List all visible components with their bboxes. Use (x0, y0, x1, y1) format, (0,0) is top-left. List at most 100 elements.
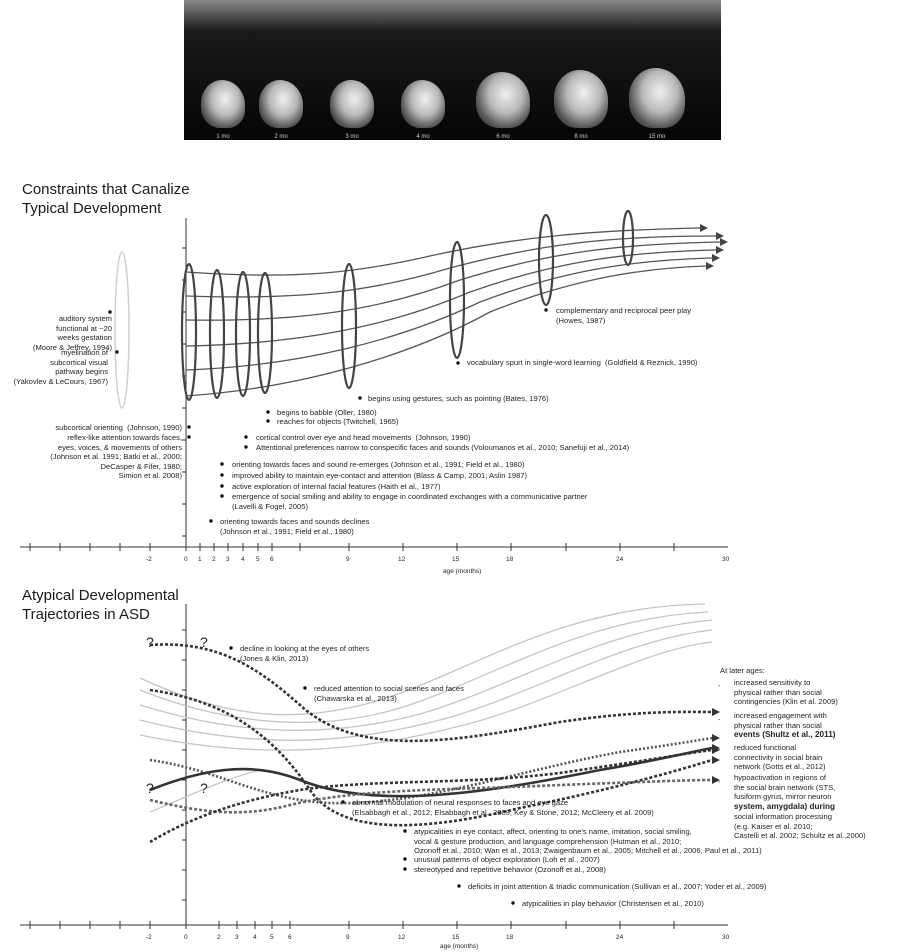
canal-ring (258, 273, 272, 393)
bullet (187, 435, 190, 438)
note-eye-contact: improved ability to maintain eye-contact… (232, 471, 527, 481)
later-item-1: increased sensitivity to physical rather… (734, 678, 838, 707)
canal-ring (115, 252, 129, 408)
bullet (244, 435, 247, 438)
tick-label: 5 (256, 555, 260, 565)
tick-label: -2 (146, 933, 152, 943)
canal-ring (450, 242, 464, 358)
bullet (244, 445, 247, 448)
tick-label: 6 (288, 933, 292, 943)
question-mark: ? (146, 634, 154, 650)
tick-label: 12 (398, 555, 405, 565)
note-stereotyped: stereotyped and repetitive behavior (Ozo… (414, 865, 606, 875)
later-item-4-emphasis: system, amygdala) during (734, 802, 835, 812)
note-joint: deficits in joint attention & triadic co… (468, 882, 766, 892)
later-dash: - (718, 745, 721, 755)
tick-label: 0 (184, 555, 188, 565)
tick-label: 1 (198, 555, 202, 565)
later-item-4: hypoactivation in regions of the social … (734, 773, 835, 802)
bullet (403, 829, 406, 832)
bullet (341, 800, 344, 803)
tick-label: 18 (506, 555, 513, 565)
later-item-2: increased engagement with physical rathe… (734, 711, 827, 730)
canal-arrowheads (700, 224, 728, 270)
tick-label: 24 (616, 933, 623, 943)
title-line: Atypical Developmental (22, 586, 179, 605)
tick-label: 4 (253, 933, 257, 943)
tick-label: 9 (346, 555, 350, 565)
note-vocab: vocabulary spurt in single-word learning… (467, 358, 697, 368)
bullet (544, 308, 547, 311)
bullet (220, 473, 223, 476)
note-exploration: active exploration of internal facial fe… (232, 482, 441, 492)
tick-label: 4 (241, 555, 245, 565)
bullet (220, 494, 223, 497)
later-item-3: reduced functional connectivity in socia… (734, 743, 826, 772)
tick-label: 2 (212, 555, 216, 565)
note-smiling: emergence of social smiling and ability … (232, 492, 587, 511)
bottom-x-axis-title: age (months) (440, 943, 478, 950)
note-atypicalities: atypicalities in eye contact, affect, or… (414, 827, 762, 856)
note-decline-eyes: decline in looking at the eyes of others… (240, 644, 369, 663)
note-reaches: reaches for objects (Twitchell, 1965) (277, 417, 399, 427)
bullet (403, 867, 406, 870)
canal-ring (210, 270, 224, 398)
note-auditory: auditory system functional at ~20 weeks … (0, 314, 112, 352)
bullet (187, 425, 190, 428)
tick-label: 15 (452, 933, 459, 943)
canal-ring (236, 272, 250, 396)
bullet (456, 361, 459, 364)
bullet (303, 686, 306, 689)
question-mark: ? (200, 780, 208, 796)
tick-label: 24 (616, 555, 623, 565)
later-heading: At later ages: (720, 666, 765, 676)
note-reduced-attention: reduced attention to social scenes and f… (314, 684, 464, 703)
tick-label: 6 (270, 555, 274, 565)
later-dash: - (718, 777, 721, 787)
canal-ring (342, 264, 356, 388)
note-object: unusual patterns of object exploration (… (414, 855, 600, 865)
bottom-y-ticks (182, 630, 186, 900)
later-item-2-emphasis: events (Shultz et al., 2011) (734, 730, 835, 740)
later-dash: - (718, 715, 721, 725)
bullet (115, 350, 118, 353)
note-play: atypicalities in play behavior (Christen… (522, 899, 704, 909)
bullet (403, 857, 406, 860)
bullet (220, 484, 223, 487)
tick-label: 30 (722, 933, 729, 943)
tick-label: 9 (346, 933, 350, 943)
later-item-4-detail: social information processing (e.g. Kais… (734, 812, 866, 841)
title-line: Trajectories in ASD (22, 605, 179, 624)
note-abnormal: abnormal modulation of neural responses … (352, 798, 654, 817)
bullet (511, 901, 514, 904)
question-mark: ? (200, 634, 208, 650)
trajectory-line (150, 748, 712, 796)
note-reemerges: orienting towards faces and sound re-eme… (232, 460, 525, 470)
note-gestures: begins using gestures, such as pointing … (368, 394, 549, 404)
tick-label: 0 (184, 933, 188, 943)
canal-ring (539, 215, 553, 305)
bullet (266, 419, 269, 422)
bullet (229, 646, 232, 649)
tick-label: -2 (146, 555, 152, 565)
tick-label: 2 (217, 933, 221, 943)
tick-label: 3 (235, 933, 239, 943)
note-reflex: reflex-like attention towards faces, eye… (0, 433, 182, 481)
tick-label: 30 (722, 555, 729, 565)
note-subcortical: subcortical orienting (Johnson, 1990) (0, 423, 182, 433)
bullet (358, 396, 361, 399)
bullet (266, 410, 269, 413)
tick-label: 12 (398, 933, 405, 943)
top-x-axis-title: age (months) (443, 568, 481, 575)
canal-ring (182, 264, 196, 400)
note-myelination: myelination of subcortical visual pathwa… (0, 348, 108, 386)
bullet (220, 462, 223, 465)
tick-label: 5 (270, 933, 274, 943)
note-peer-play: complementary and reciprocal peer play (… (556, 306, 691, 325)
tick-label: 3 (226, 555, 230, 565)
bottom-panel-title: Atypical Developmental Trajectories in A… (22, 586, 179, 624)
note-declines: orienting towards faces and sounds decli… (220, 517, 369, 536)
question-mark: ? (146, 780, 154, 796)
tick-label: 18 (506, 933, 513, 943)
